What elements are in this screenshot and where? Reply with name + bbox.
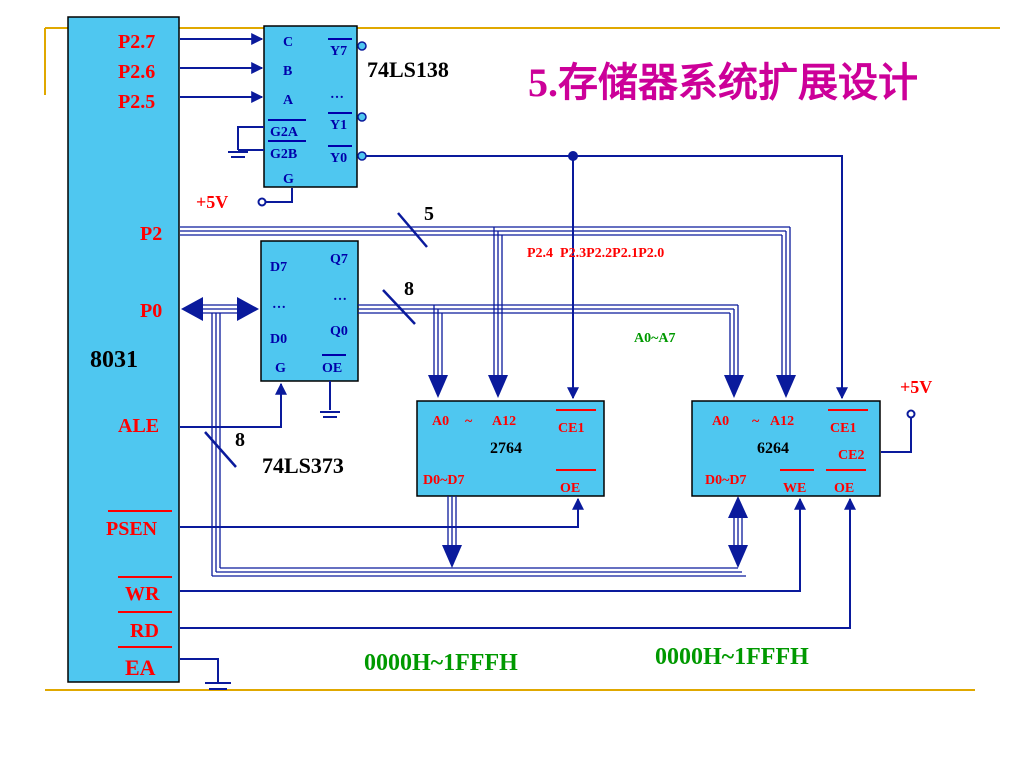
- decoder-pin-a: A: [283, 93, 294, 108]
- latch-pin-dots-d: …: [272, 297, 286, 312]
- pin-p27: P2.7: [118, 31, 155, 53]
- sram-pin-a12: A12: [770, 414, 794, 429]
- sram-pin-d0d7: D0~D7: [705, 473, 747, 488]
- latch-pin-q7: Q7: [330, 252, 348, 267]
- eprom-pin-oe: OE: [560, 481, 580, 496]
- bus-width-5: 5: [424, 203, 434, 225]
- pin-ale: ALE: [118, 415, 159, 437]
- latch-pin-q0: Q0: [330, 324, 348, 339]
- decoder-74ls138: C B A G2A G2B G Y7 … Y1 Y0 74LS138: [263, 25, 449, 188]
- latch-74ls373: D7 … D0 G Q7 … Q0 OE 74LS373: [260, 240, 359, 478]
- eprom-pin-ce1: CE1: [558, 421, 584, 436]
- sram-pin-ce1: CE1: [830, 421, 856, 436]
- decoder-name: 74LS138: [367, 57, 449, 82]
- cpu-name: 8031: [90, 347, 138, 373]
- latch-pin-d0: D0: [270, 332, 287, 347]
- pin-p25: P2.5: [118, 91, 155, 113]
- latch-pin-g: G: [275, 361, 286, 376]
- sram-pin-a0: A0: [712, 414, 729, 429]
- pin-ea: EA: [125, 655, 156, 680]
- cpu-8031: P2.7 P2.6 P2.5 P2 P0 8031 ALE PSEN WR RD…: [67, 16, 180, 683]
- eprom-pin-a12: A12: [492, 414, 516, 429]
- vcc-label-top: +5V: [196, 192, 228, 212]
- pin-psen: PSEN: [106, 518, 158, 540]
- latch-pin-oe: OE: [322, 361, 342, 376]
- decoder-pin-b: B: [283, 64, 292, 79]
- bus-width-8-left: 8: [235, 429, 245, 451]
- latch-pin-dots-q: …: [333, 289, 347, 304]
- p2-lines-label: P2.4 P2.3P2.2P2.1P2.0: [527, 246, 664, 261]
- slide-frame: [44, 27, 1000, 691]
- decoder-pin-dots: …: [330, 87, 344, 102]
- decoder-pin-g2a: G2A: [270, 125, 299, 140]
- decoder-pin-g2b: G2B: [270, 147, 297, 162]
- eprom-2764: A0 ~ A12 CE1 2764 D0~D7 OE: [416, 400, 605, 497]
- sram-pin-oe: OE: [834, 481, 854, 496]
- pin-rd: RD: [130, 620, 159, 642]
- sram-name: 6264: [757, 440, 789, 457]
- sram-pin-tilde: ~: [752, 414, 760, 429]
- eprom-name: 2764: [490, 440, 522, 457]
- decoder-pin-g: G: [283, 172, 294, 187]
- eprom-pin-d0d7: D0~D7: [423, 473, 465, 488]
- latch-name: 74LS373: [262, 453, 344, 478]
- sram-6264: A0 ~ A12 CE1 6264 CE2 D0~D7 WE OE: [691, 400, 881, 497]
- pin-p26: P2.6: [118, 61, 155, 83]
- pin-p2: P2: [140, 223, 162, 245]
- decoder-pin-y7: Y7: [330, 44, 347, 59]
- eprom-pin-a0: A0: [432, 414, 449, 429]
- eprom-pin-tilde: ~: [465, 414, 473, 429]
- eprom-address-range: 0000H~1FFFH: [364, 650, 518, 676]
- bus-width-8-top: 8: [404, 278, 414, 300]
- wiring: [180, 33, 916, 690]
- address-a0-a7-label: A0~A7: [634, 331, 676, 346]
- vcc-label-right: +5V: [900, 377, 932, 397]
- decoder-pin-y0: Y0: [330, 151, 347, 166]
- decoder-pin-y1: Y1: [330, 118, 347, 133]
- decoder-pin-c: C: [283, 35, 293, 50]
- sram-pin-we: WE: [783, 481, 806, 496]
- pin-p0: P0: [140, 300, 162, 322]
- page-title: 5.存储器系统扩展设计: [528, 60, 918, 105]
- sram-address-range: 0000H~1FFFH: [655, 644, 809, 670]
- pin-wr: WR: [125, 583, 160, 605]
- latch-pin-d7: D7: [270, 260, 287, 275]
- sram-pin-ce2: CE2: [838, 448, 864, 463]
